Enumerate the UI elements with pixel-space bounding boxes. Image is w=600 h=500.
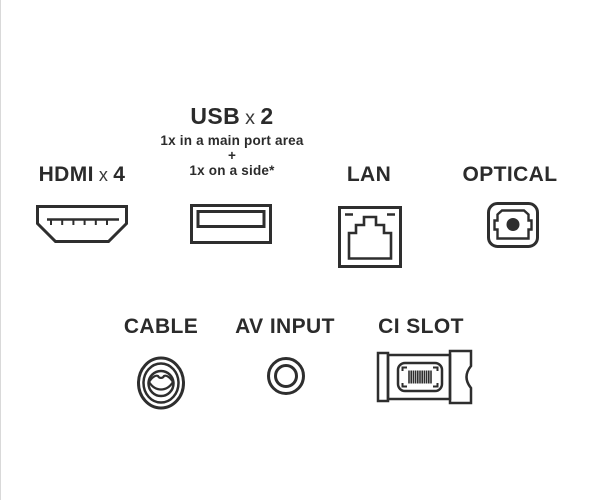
lan-label: LAN [346, 163, 392, 186]
optical-label: OPTICAL [462, 163, 558, 186]
usb-note-plus: + [227, 148, 237, 163]
usb-note-line1: 1x in a main port area [160, 133, 304, 148]
usb-note-line2: 1x on a side* [189, 163, 275, 178]
ci-slot-label: CI SLOT [378, 315, 464, 338]
usb-count: 2 [260, 103, 274, 129]
left-edge-line [0, 0, 1, 500]
usb-port-icon [190, 204, 272, 244]
ci-slot-icon [376, 349, 474, 405]
hdmi-count: 4 [113, 163, 126, 186]
hdmi-name: HDMI [38, 163, 94, 186]
av-input-port-icon [266, 356, 306, 396]
hdmi-port-icon [35, 204, 129, 246]
lan-port-icon [338, 206, 402, 268]
cable-port-icon [135, 355, 187, 411]
hdmi-multiplier: x [98, 165, 109, 185]
usb-name: USB [190, 103, 241, 129]
optical-port-icon [487, 202, 539, 248]
usb-multiplier: x [245, 107, 256, 129]
cable-label: CABLE [123, 315, 199, 338]
av-input-label: AV INPUT [235, 315, 335, 338]
